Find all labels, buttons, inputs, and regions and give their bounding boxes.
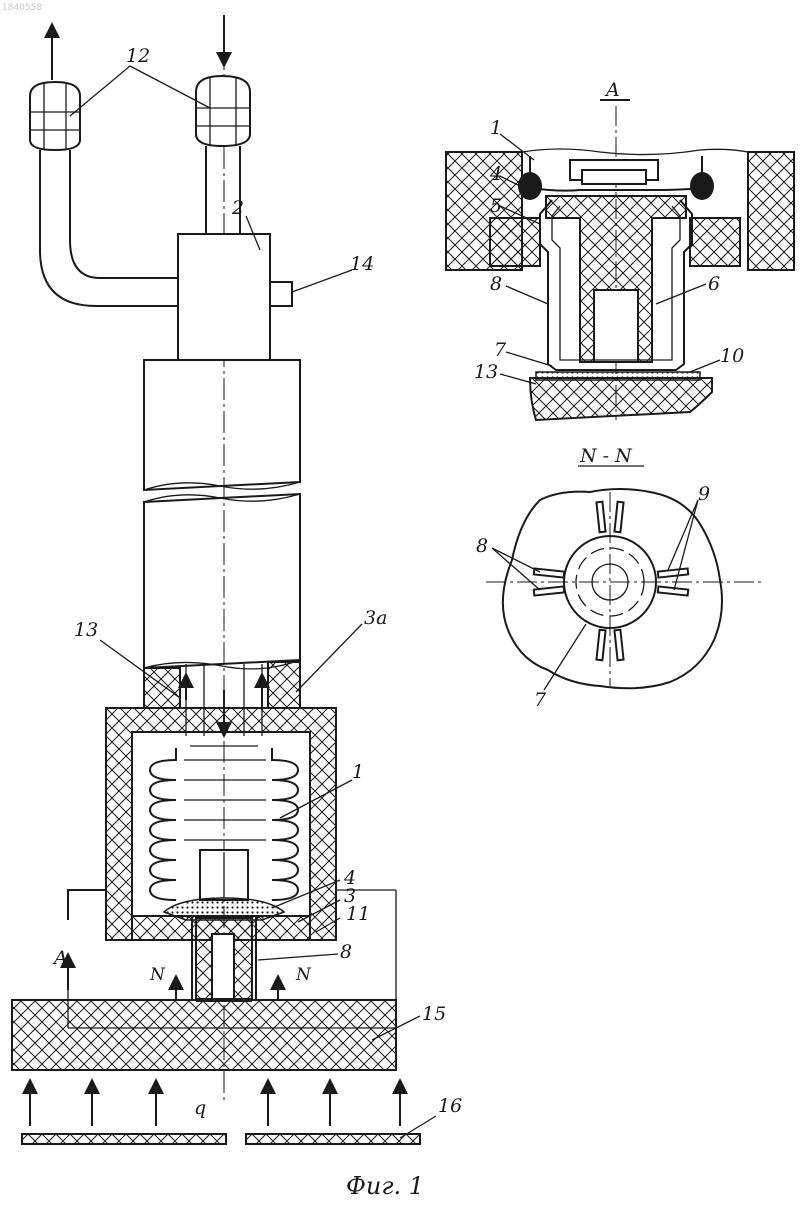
detail-a-plate-right <box>690 218 740 266</box>
detail-a-seal-right <box>690 172 714 200</box>
left-union-nut <box>30 82 80 150</box>
label-15: 15 <box>422 1003 446 1025</box>
heater-16-left <box>22 1134 226 1144</box>
section-nn-strips <box>534 502 688 660</box>
detail-a-label-1: 1 <box>490 117 502 139</box>
label-3a: 3а <box>364 607 387 629</box>
tube-wall-left <box>144 668 180 708</box>
seal-4 <box>164 898 284 920</box>
detail-a-right-wall <box>748 152 794 270</box>
right-union-nut <box>196 76 250 146</box>
label-12: 12 <box>126 45 150 67</box>
tube-wall-right <box>268 662 300 708</box>
label-14: 14 <box>350 253 374 275</box>
label-8: 8 <box>340 941 352 963</box>
detail-a-object-13 <box>530 378 712 420</box>
detail-a-label-13: 13 <box>474 361 498 383</box>
label-11: 11 <box>346 903 370 925</box>
plug-14 <box>270 282 292 306</box>
label-13: 13 <box>74 619 98 641</box>
section-nn-label-8: 8 <box>476 535 488 557</box>
detail-a-label-4: 4 <box>489 163 502 185</box>
outlet-pipe-inner <box>70 150 178 278</box>
cooled-object-15 <box>12 1000 396 1070</box>
detail-a-label-7: 7 <box>494 339 507 361</box>
detail-a-label-6: 6 <box>708 273 720 295</box>
plug-bore <box>212 934 234 1000</box>
section-a-marker <box>68 890 106 920</box>
label-a: A <box>52 947 68 969</box>
section-nn-label-9: 9 <box>698 483 710 505</box>
detail-a-seal-left <box>518 172 542 200</box>
label-1: 1 <box>352 761 364 783</box>
housing-2 <box>178 234 270 360</box>
detail-a-label-5: 5 <box>490 195 502 217</box>
detail-a-label-10: 10 <box>720 345 744 367</box>
heat-flux-arrows <box>30 1086 400 1126</box>
section-nn: N - N 9 8 7 <box>476 445 764 711</box>
label-16: 16 <box>438 1095 462 1117</box>
detail-a-label-8: 8 <box>490 273 502 295</box>
label-2: 2 <box>231 197 244 219</box>
detail-a-bore <box>594 290 638 362</box>
heater-16-right <box>246 1134 420 1144</box>
outlet-pipe-outer <box>40 150 178 306</box>
document-id: 1840558 <box>2 3 42 13</box>
detail-a-title: A <box>604 79 620 101</box>
main-view: 12 2 14 13 3а 1 4 3 11 8 A N N 15 q 16 <box>12 15 462 1144</box>
label-n-left: N <box>149 965 166 985</box>
tube-upper <box>144 360 300 490</box>
section-nn-label-7: 7 <box>534 689 547 711</box>
label-q: q <box>194 1097 206 1119</box>
figure-caption: Фиг. 1 <box>346 1172 424 1200</box>
detail-a: A 1 4 <box>446 79 794 420</box>
label-n-right: N <box>295 965 312 985</box>
detail-a-plate-left <box>490 218 540 266</box>
section-nn-title: N - N <box>579 445 633 467</box>
tube-lower <box>144 494 300 668</box>
